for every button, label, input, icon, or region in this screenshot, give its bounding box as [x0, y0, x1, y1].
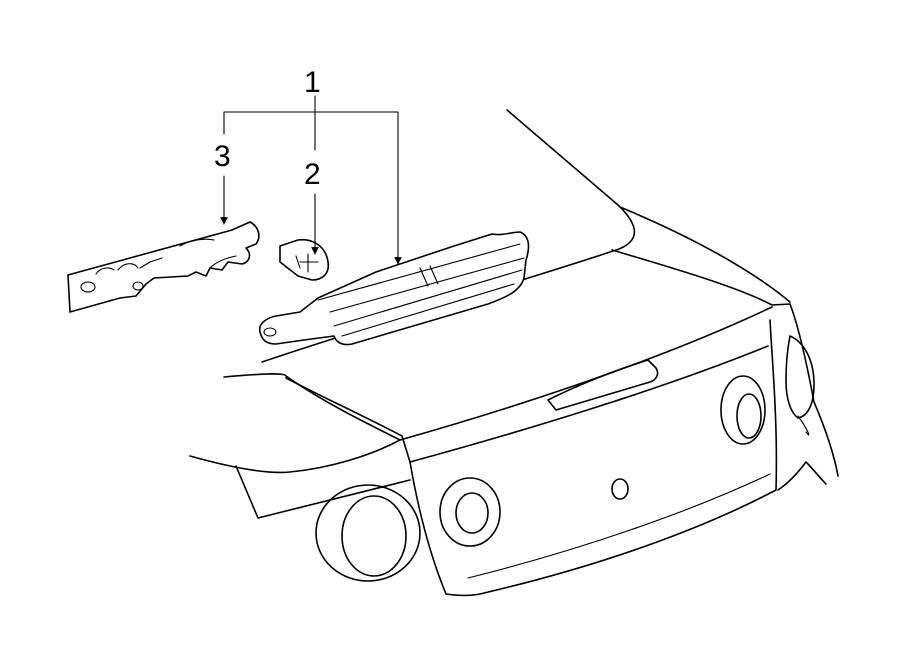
right-inner-tail-lamp-lens: [736, 393, 762, 439]
left-fender-line: [189, 439, 401, 474]
beltline: [285, 345, 769, 463]
bracket-hole-right: [132, 281, 144, 291]
right-lower-panel: [777, 461, 827, 491]
left-outer-tail-lamp-ring: [315, 484, 421, 582]
callout-2-label: 2: [304, 158, 321, 191]
callout-1-label: 1: [304, 66, 321, 99]
left-inner-tail-lamp-lens: [455, 492, 489, 534]
roof-line: [619, 206, 791, 303]
left-inner-tail-lamp-ring: [439, 477, 501, 547]
lamp-mount-hole: [263, 327, 277, 337]
trunk-trim-strip: [547, 359, 659, 411]
bracket-body: [67, 221, 260, 313]
lamp-lens-lines: [317, 243, 525, 337]
bulb-body: [279, 238, 330, 281]
leader-1-bracket: [223, 111, 399, 135]
bracket-hole-left: [80, 281, 96, 293]
right-inner-tail-lamp-ring: [720, 375, 766, 445]
left-valance: [235, 465, 411, 519]
part-2-bulb: [279, 238, 330, 281]
left-outer-tail-lamp-lens: [341, 495, 407, 577]
bulb-filament: [295, 253, 319, 273]
callout-leaders: [220, 95, 402, 265]
right-outer-tail-lamp: [785, 335, 815, 419]
right-outer-tail-lamp-inner: [797, 415, 810, 436]
vehicle-rear-body: [189, 109, 839, 597]
right-side-panel: [789, 303, 839, 477]
trunk-lock-cylinder: [611, 478, 629, 500]
license-recess-line: [467, 473, 771, 579]
quarter-panel-edge: [611, 249, 791, 306]
part-3-bracket: [67, 221, 260, 313]
decklid-rear-face: [409, 319, 778, 597]
callout-3-label: 3: [214, 140, 231, 173]
bracket-rib: [95, 238, 237, 275]
part-1-lamp-assembly: [258, 231, 530, 346]
